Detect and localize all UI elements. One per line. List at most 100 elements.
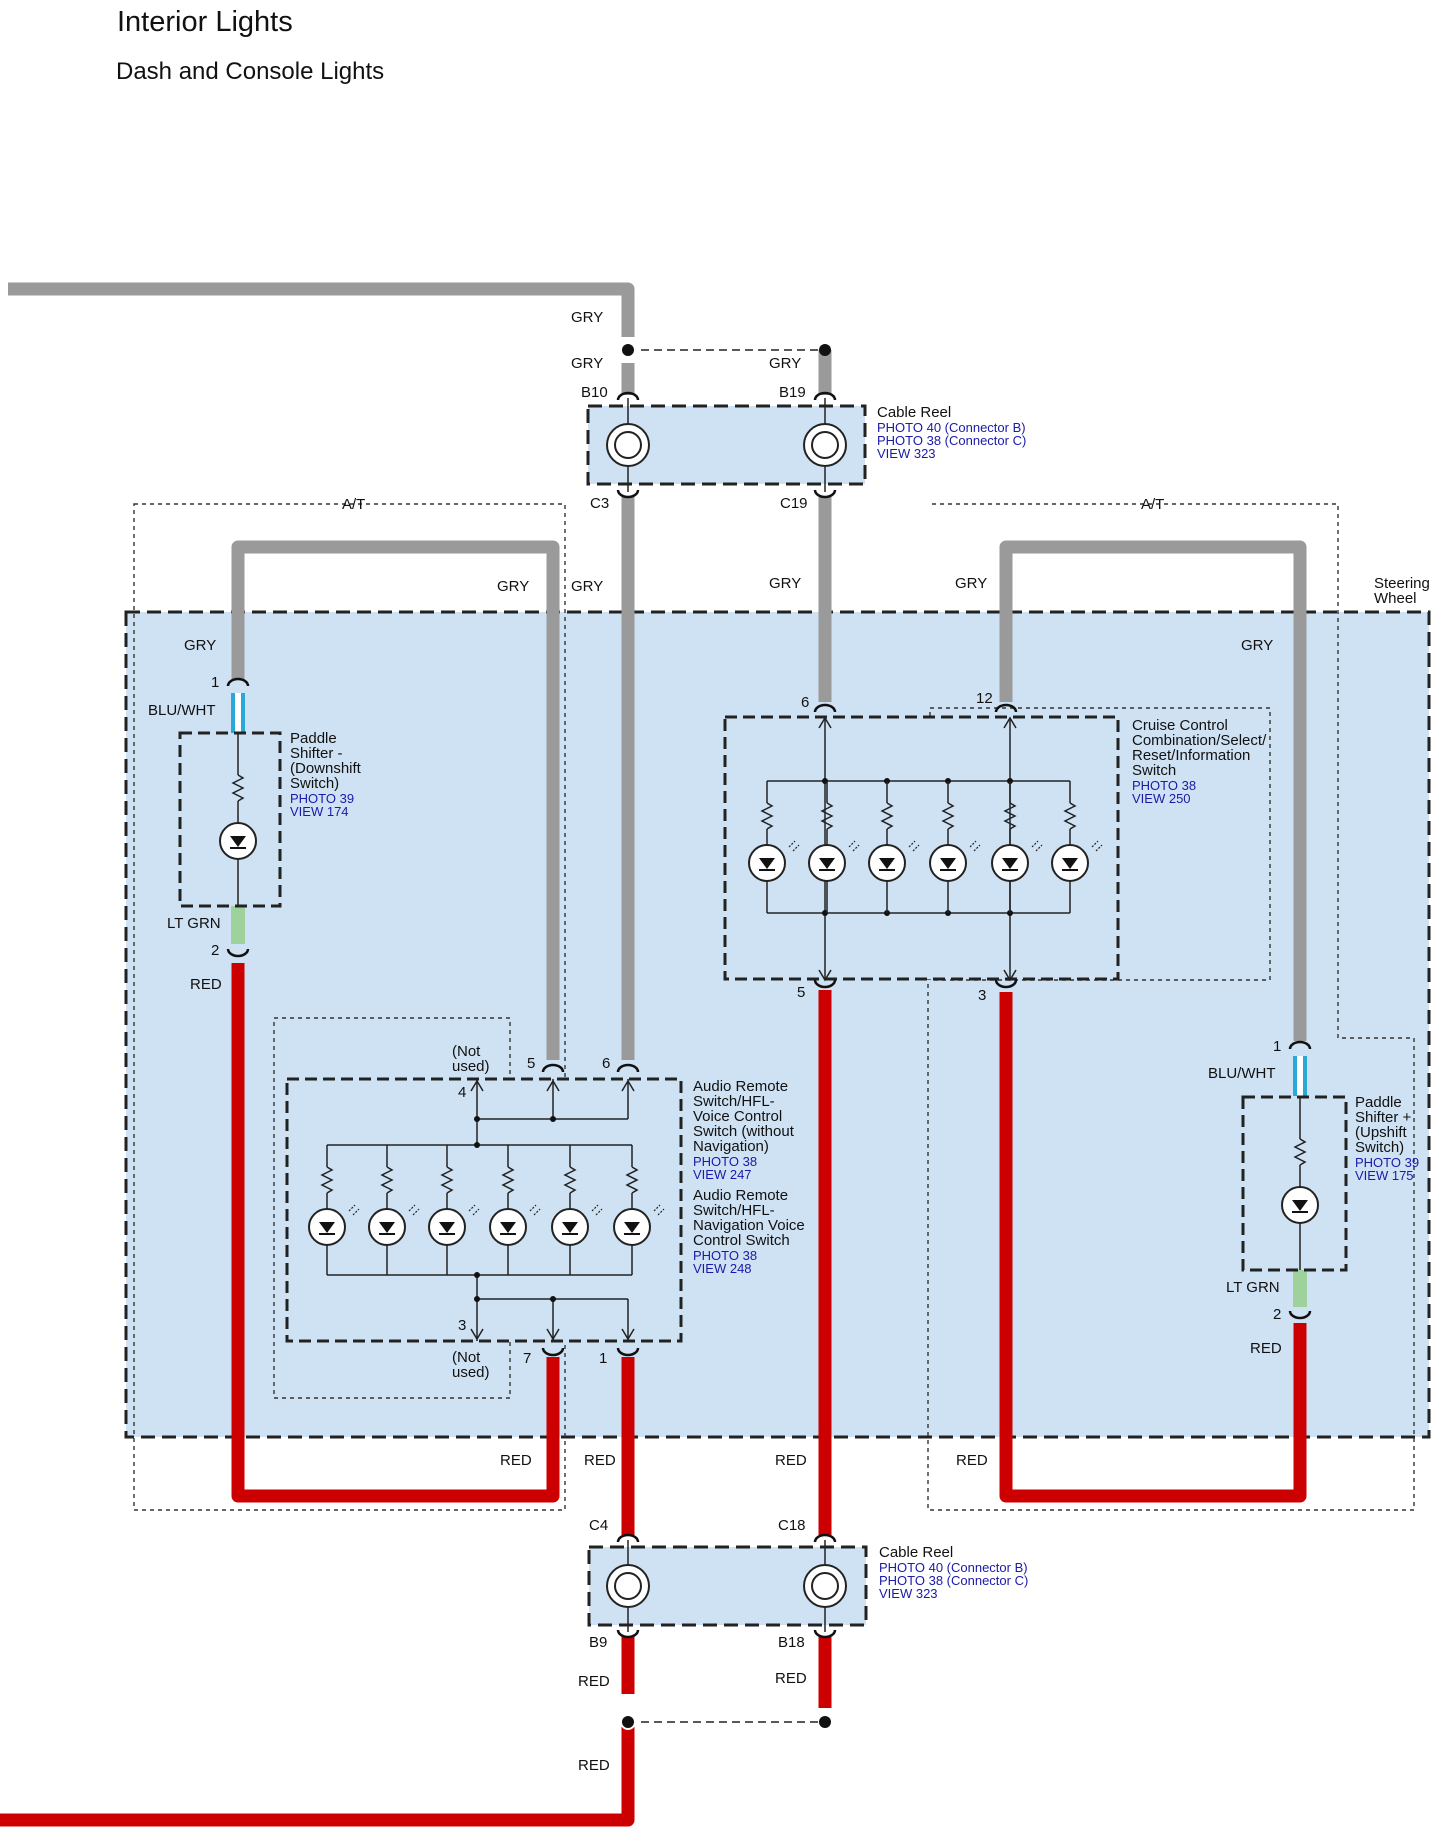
led-branch	[489, 1145, 541, 1275]
paddle-up-name: Switch)	[1355, 1139, 1404, 1156]
audio-name-b: Navigation Voice	[693, 1217, 805, 1234]
connector-terminal	[813, 391, 837, 401]
cable-reel-top-ref: PHOTO 38 (Connector C)	[877, 433, 1026, 448]
cable-reel-top	[586, 398, 867, 492]
paddle-up-name: (Upshift	[1355, 1124, 1408, 1141]
splice-dot-bottom-left	[620, 1714, 636, 1730]
connector-terminal	[813, 979, 837, 989]
paddle-down-name: Shifter -	[290, 745, 343, 762]
paddle-shifter-down	[178, 731, 282, 908]
pin-label: B10	[581, 384, 608, 401]
led-branch	[929, 781, 981, 913]
paddle-down-ref: VIEW 174	[290, 804, 349, 819]
cable-reel-bottom-ref: VIEW 323	[879, 1586, 938, 1601]
connector-terminal	[813, 1629, 837, 1639]
cruise-ref: PHOTO 38	[1132, 778, 1196, 793]
splice-dot-top-left	[620, 342, 636, 358]
connector-terminal	[616, 1347, 640, 1357]
wire-label-gry: GRY	[571, 578, 603, 595]
connector-terminal	[813, 703, 837, 713]
paddle-down-name: Switch)	[290, 775, 339, 792]
audio-ref-b: PHOTO 38	[693, 1248, 757, 1263]
cable-reel-bottom	[587, 1540, 868, 1632]
audio-name-b: Control Switch	[693, 1232, 790, 1249]
paddle-up-name: Shifter +	[1355, 1109, 1412, 1126]
pin-label: 12	[976, 690, 993, 707]
audio-name-b: Switch/HFL-	[693, 1202, 775, 1219]
splice-dot-bottom-right	[819, 1716, 831, 1728]
led-branch	[748, 781, 800, 913]
audio-name-a: Audio Remote	[693, 1078, 788, 1095]
wire-label-red: RED	[190, 976, 222, 993]
wire-label-gry: GRY	[1241, 637, 1273, 654]
audio-name-a: Navigation)	[693, 1138, 769, 1155]
paddle-up-ref: PHOTO 39	[1355, 1155, 1419, 1170]
audio-name-a: Switch/HFL-	[693, 1093, 775, 1110]
pin-label: 3	[978, 987, 986, 1004]
pin-label: 3	[458, 1317, 466, 1334]
wire-label-blu-wht: BLU/WHT	[148, 702, 216, 719]
audio-ref-a: PHOTO 38	[693, 1154, 757, 1169]
connector-terminal	[813, 1533, 837, 1543]
pin-label: C19	[780, 495, 808, 512]
connector-terminal	[226, 948, 250, 958]
audio-remote-switch	[285, 1077, 683, 1343]
wire-red-ground	[0, 1720, 635, 1827]
wire-blu-wht-left	[231, 693, 245, 733]
wire-label-gry: GRY	[184, 637, 216, 654]
connector-terminals	[226, 391, 1312, 1639]
wire-red-right-loop	[999, 992, 1307, 1503]
wire-label-gry: GRY	[955, 575, 987, 592]
connector-terminal	[541, 1347, 565, 1357]
cable-reel-top-ref: VIEW 323	[877, 446, 936, 461]
cable-reel-bottom-ref: PHOTO 38 (Connector C)	[879, 1573, 1028, 1588]
cruise-name: Switch	[1132, 762, 1176, 779]
pin-label: C3	[590, 495, 609, 512]
connector-terminal	[616, 489, 640, 499]
pin-label: C18	[778, 1517, 806, 1534]
wire-label-red: RED	[775, 1452, 807, 1469]
paddle-down-ref: PHOTO 39	[290, 791, 354, 806]
wire-label-red: RED	[584, 1452, 616, 1469]
paddle-down-name: Paddle	[290, 730, 337, 747]
wire-lt-grn-left	[231, 906, 245, 944]
at-label-left: A/T	[342, 496, 365, 513]
connector-terminal	[994, 979, 1018, 989]
audio-name-b: Audio Remote	[693, 1187, 788, 1204]
cruise-ref: VIEW 250	[1132, 791, 1191, 806]
wire-label-red: RED	[956, 1452, 988, 1469]
connector-terminal	[813, 489, 837, 499]
wire-label-lt-grn: LT GRN	[1226, 1279, 1280, 1296]
connector-terminal	[616, 391, 640, 401]
led-branch	[808, 781, 860, 913]
wire-lt-grn-right	[1293, 1269, 1307, 1307]
connector-terminal	[226, 677, 250, 687]
paddle-up-ref: VIEW 175	[1355, 1168, 1414, 1183]
pin-label: 5	[527, 1055, 535, 1072]
at-label-right: A/T	[1141, 496, 1164, 513]
wire-gry-paddle-up	[999, 540, 1307, 1041]
audio-name-a: Switch (without	[693, 1123, 795, 1140]
connector-terminal	[541, 1063, 565, 1073]
pin-label: B9	[589, 1634, 607, 1651]
connector-terminal	[616, 1533, 640, 1543]
connector-terminal	[1288, 1310, 1312, 1320]
page-subtitle: Dash and Console Lights	[116, 58, 385, 85]
wire-label-gry: GRY	[769, 575, 801, 592]
steering-wheel-label: Wheel	[1374, 590, 1417, 607]
cable-reel-bottom-ref: PHOTO 40 (Connector B)	[879, 1560, 1028, 1575]
wire-label-gry: GRY	[571, 309, 603, 326]
pin-label: 4	[458, 1084, 466, 1101]
pin-label: 1	[211, 674, 219, 691]
pin-label: 2	[211, 942, 219, 959]
splice-dot-top-right	[819, 344, 831, 356]
pin-label: 6	[602, 1055, 610, 1072]
audio-ref-a: VIEW 247	[693, 1167, 752, 1182]
not-used-label: (Not	[452, 1349, 481, 1366]
wire-label-gry: GRY	[497, 578, 529, 595]
not-used-label: used)	[452, 1364, 490, 1381]
steering-wheel-label: Steering	[1374, 575, 1430, 592]
wire-gry-feed	[8, 282, 635, 337]
pin-label: 7	[523, 1350, 531, 1367]
